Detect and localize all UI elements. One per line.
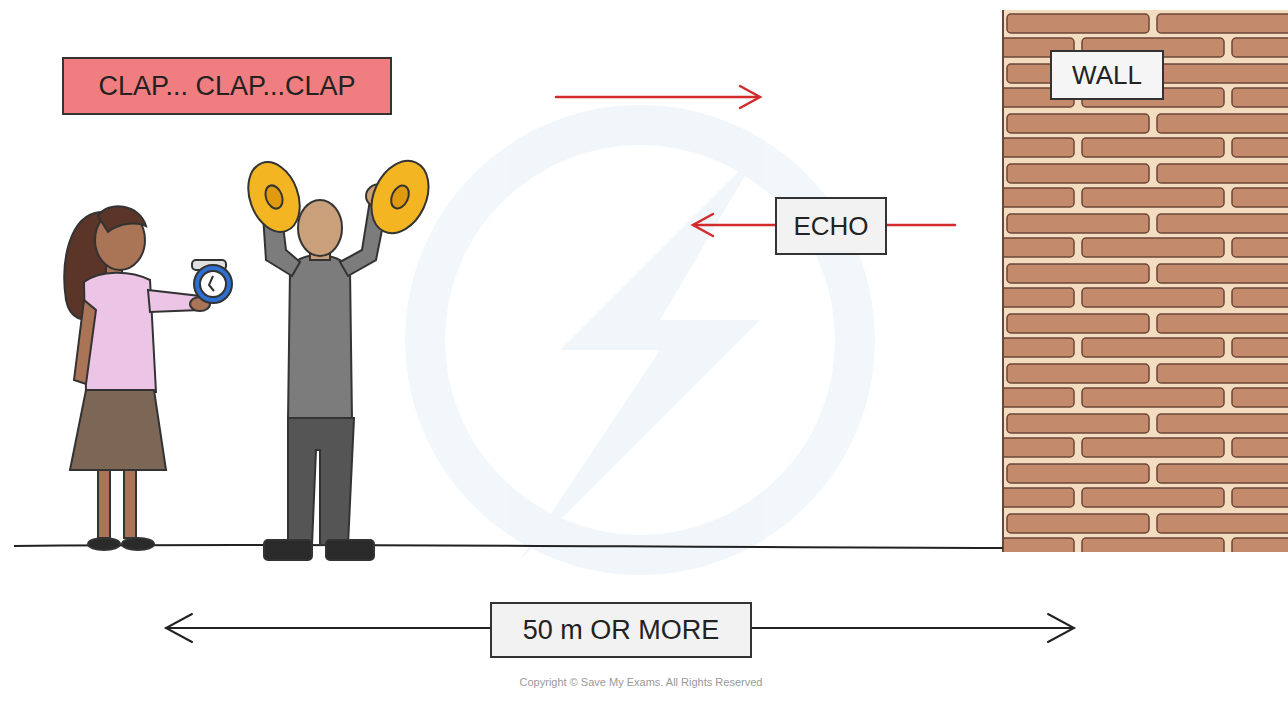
ground-line xyxy=(14,545,1003,548)
woman-figure xyxy=(64,206,210,550)
watermark xyxy=(425,125,855,560)
man-figure xyxy=(239,152,439,560)
wall-label: WALL xyxy=(1050,50,1164,100)
stopwatch xyxy=(192,260,232,303)
copyright-note: Copyright © Save My Exams. All Rights Re… xyxy=(520,676,763,688)
echo-label: ECHO xyxy=(775,197,887,255)
node-text: CLAP... CLAP...CLAP xyxy=(98,71,355,102)
cymbal xyxy=(239,155,309,239)
action-box: CLAP... CLAP...CLAP xyxy=(62,57,392,115)
node-text: ECHO xyxy=(793,211,868,242)
node-text: 50 m OR MORE xyxy=(523,615,720,646)
sound-arrow xyxy=(556,86,760,108)
cymbal xyxy=(360,152,439,243)
brick-wall xyxy=(1003,10,1288,552)
node-text: WALL xyxy=(1072,60,1142,91)
distance-label: 50 m OR MORE xyxy=(490,602,752,658)
